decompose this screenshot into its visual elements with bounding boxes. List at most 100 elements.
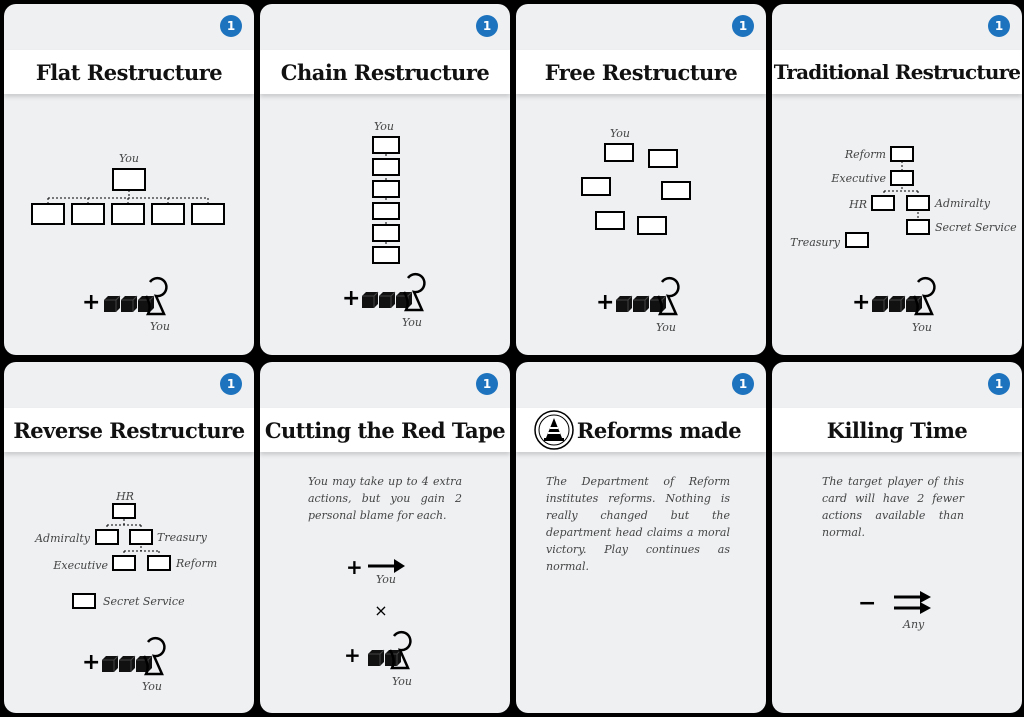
position-box <box>581 177 611 196</box>
position-box <box>372 180 400 198</box>
position-box <box>31 203 65 225</box>
cost-badge: 1 <box>220 15 242 37</box>
times-sign: × <box>374 601 387 620</box>
label-you: You <box>376 573 396 586</box>
label-you: You <box>912 321 932 334</box>
card-title: Traditional Restructure <box>773 60 1021 84</box>
blame-cube-icon <box>379 291 396 308</box>
position-box <box>147 555 171 571</box>
position-box <box>604 143 634 162</box>
org-chart-diagram: HR Admiralty Treasury Executive Reform S… <box>34 490 217 693</box>
position-box <box>111 203 145 225</box>
position-box <box>637 216 667 235</box>
label-secret-service: Secret Service <box>103 595 185 608</box>
cost-badge: 1 <box>732 373 754 395</box>
cost-row: + You <box>82 276 170 333</box>
cost-badge: 1 <box>220 373 242 395</box>
card-title: Cutting the Red Tape <box>264 417 506 443</box>
cost-badge: 1 <box>476 373 498 395</box>
plus-sign: + <box>342 286 360 311</box>
position-box <box>191 203 225 225</box>
cost-row: + You <box>82 636 166 693</box>
card-description: The target player of this card will have… <box>822 475 964 539</box>
position-box <box>372 246 400 264</box>
position-box <box>372 202 400 220</box>
label-reform: Reform <box>175 557 217 570</box>
card-reverse-restructure[interactable]: 1 Reverse Restructure HR Admiralty Treas… <box>4 362 254 713</box>
position-box <box>372 136 400 154</box>
position-box <box>906 195 930 211</box>
position-box <box>595 211 625 230</box>
position-box <box>906 219 930 235</box>
label-treasury: Treasury <box>157 531 208 544</box>
card-killing-time[interactable]: 1 Killing Time The target player of this… <box>772 362 1022 713</box>
card-title-bar: Cutting the Red Tape <box>260 408 510 452</box>
position-box <box>129 529 153 545</box>
blame-cube-icon <box>633 295 650 312</box>
label-executive: Executive <box>52 559 108 572</box>
label-you: You <box>392 675 412 688</box>
position-box <box>661 181 691 200</box>
department-of-reform-seal-icon <box>534 410 574 450</box>
position-box <box>151 203 185 225</box>
cost-badge: 1 <box>988 373 1010 395</box>
position-box <box>112 503 136 519</box>
blame-cube-icon <box>872 295 889 312</box>
player-pawn-icon <box>142 636 166 676</box>
label-you: You <box>374 120 394 133</box>
position-box <box>871 195 895 211</box>
card-title-bar: Killing Time <box>772 408 1022 452</box>
cost-row: + You <box>344 630 412 688</box>
card-reforms-made[interactable]: 1 Reforms made The Department of Reform … <box>516 362 766 713</box>
position-box <box>648 149 678 168</box>
label-hr: HR <box>848 198 867 211</box>
player-pawn-icon <box>388 630 412 670</box>
org-chart-diagram: You + You <box>31 152 225 333</box>
cost-row: + You <box>852 276 936 334</box>
org-chart-diagram: Reform Executive HR Admiralty Secret Ser… <box>790 146 1017 334</box>
cost-badge: 1 <box>476 15 498 37</box>
label-you: You <box>119 152 139 165</box>
card-description: You may take up to 4 extra actions, but … <box>308 475 462 522</box>
label-you: You <box>656 321 676 334</box>
plus-sign: + <box>852 290 870 315</box>
card-title-bar: Traditional Restructure <box>772 50 1022 94</box>
card-title: Reforms made <box>576 417 742 443</box>
card-cutting-the-red-tape[interactable]: 1 Cutting the Red Tape You may take up t… <box>260 362 510 713</box>
plus-sign: + <box>596 290 614 315</box>
card-description: The Department of Reform institutes refo… <box>546 475 730 573</box>
position-box <box>845 232 869 248</box>
position-box <box>112 555 136 571</box>
blame-cube-icon <box>362 291 379 308</box>
label-you: You <box>150 320 170 333</box>
blame-cube-icon <box>368 649 385 666</box>
cost-row: + You <box>596 276 680 334</box>
player-pawn-icon <box>912 276 936 316</box>
position-box <box>890 146 914 162</box>
label-treasury: Treasury <box>790 236 841 249</box>
card-title: Reverse Restructure <box>13 417 245 443</box>
label-you: You <box>402 316 422 329</box>
blame-cube-icon <box>616 295 633 312</box>
label-executive: Executive <box>830 172 886 185</box>
label-you: You <box>142 680 162 693</box>
card-chain-restructure[interactable]: 1 Chain Restructure You + You <box>260 4 510 355</box>
card-title-bar: Reverse Restructure <box>4 408 254 452</box>
org-chart-diagram: You + You <box>581 127 691 334</box>
position-box <box>372 224 400 242</box>
card-title: Killing Time <box>826 417 968 443</box>
position-box <box>890 170 914 186</box>
cost-row: + You <box>342 272 426 329</box>
blame-cube-icon <box>889 295 906 312</box>
card-free-restructure[interactable]: 1 Free Restructure You + You <box>516 4 766 355</box>
org-chart-diagram: You + You <box>342 120 426 329</box>
position-box <box>71 203 105 225</box>
card-title-bar: Free Restructure <box>516 50 766 94</box>
player-pawn-icon <box>656 276 680 316</box>
plus-sign: + <box>346 555 363 579</box>
card-traditional-restructure[interactable]: 1 Traditional Restructure Reform Executi… <box>772 4 1022 355</box>
card-flat-restructure[interactable]: 1 Flat Restructure You + You <box>4 4 254 355</box>
label-admiralty: Admiralty <box>34 532 91 545</box>
card-title-bar: Chain Restructure <box>260 50 510 94</box>
card-title: Chain Restructure <box>280 59 490 85</box>
